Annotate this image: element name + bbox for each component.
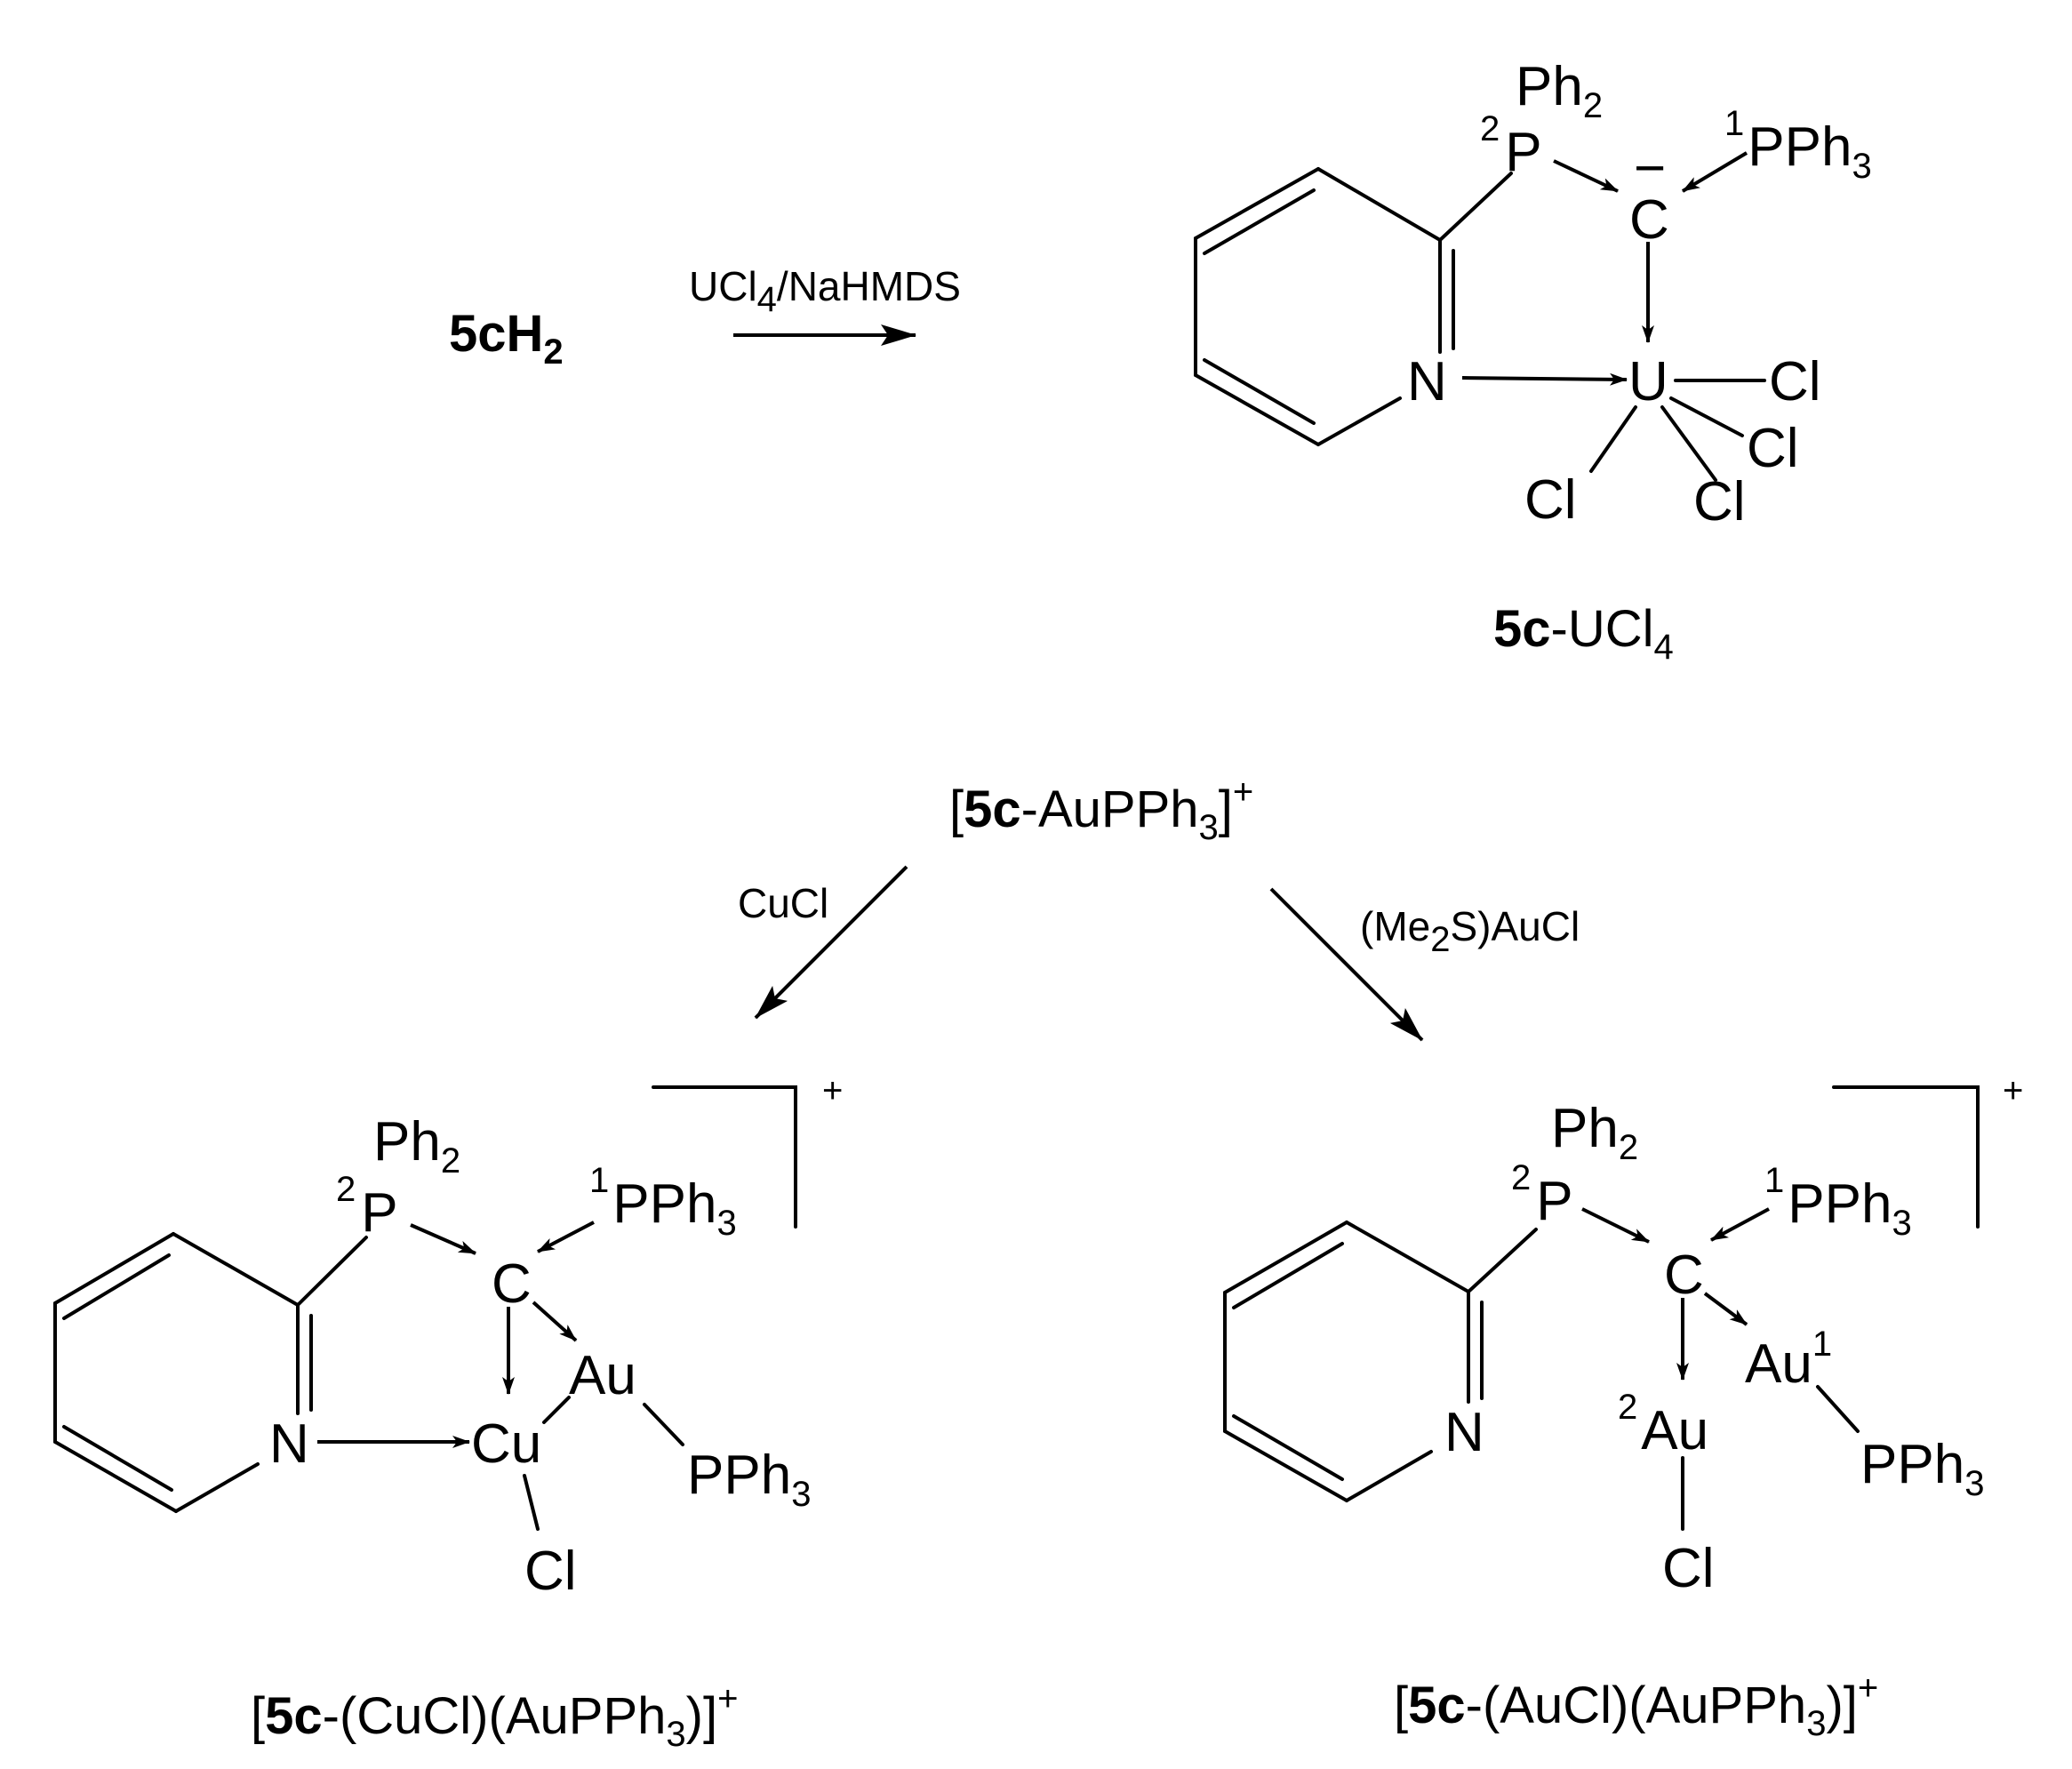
reaction-left: CuCl — [738, 865, 908, 1020]
pyridine-ring — [1223, 1221, 1484, 1502]
ph2-label: Ph2 — [1551, 1098, 1638, 1167]
reagent-cucl: CuCl — [738, 880, 828, 926]
pyridine-ring — [53, 1232, 313, 1513]
carbanion-charge: − — [1634, 138, 1666, 199]
c-atom: C — [1664, 1245, 1704, 1306]
pph3-bottom-label: PPh3 — [1860, 1434, 1984, 1503]
u-atom: U — [1628, 351, 1668, 412]
cu-atom: Cu — [471, 1413, 541, 1475]
gold-cation-label: [5c-AuPPh3]+ — [949, 772, 1253, 847]
reaction-arrow-right — [1269, 887, 1424, 1042]
cation-charge: + — [822, 1071, 843, 1110]
cation-bracket — [1832, 1085, 1980, 1229]
bond-pph3-c — [1710, 1207, 1770, 1242]
ph2-label: Ph2 — [1516, 56, 1603, 125]
pph3-top-label: 1PPh3 — [589, 1161, 737, 1243]
bond-p-c — [410, 1223, 476, 1255]
c-atom: C — [492, 1253, 532, 1315]
n-atom: N — [269, 1413, 309, 1475]
caption-5c-ucl4: 5c-UCl4 — [1493, 600, 1674, 667]
ph2-label: Ph2 — [373, 1111, 460, 1181]
cl-atom: Cl — [524, 1541, 577, 1602]
bond-cu-au — [542, 1396, 571, 1424]
bond-c-au1 — [1703, 1292, 1748, 1326]
bond-c-au — [532, 1301, 578, 1342]
reaction-arrow-left — [754, 865, 908, 1020]
cation-charge: + — [2003, 1071, 2023, 1110]
pph3-top-label: 1PPh3 — [1764, 1161, 1912, 1243]
bond-pph3-c — [537, 1221, 595, 1253]
bond-p-c — [1581, 1207, 1650, 1244]
p-atom: 2P — [336, 1170, 398, 1244]
copper-gold-complex: + Ph2 2P 1PPh3 C Au N Cu PPh3 Cl [5c-(C — [53, 1071, 843, 1754]
p-atom: 2P — [1480, 109, 1542, 183]
reaction-right: (Me2S)AuCl — [1269, 887, 1580, 1042]
cl-atom-4: Cl — [1524, 469, 1577, 531]
bond-py-p — [1438, 172, 1513, 242]
n-atom: N — [1444, 1402, 1484, 1463]
cation-bracket — [652, 1085, 797, 1229]
bond-au1-p — [1816, 1385, 1860, 1433]
bond-pph3-c — [1681, 151, 1748, 193]
p-atom: 2P — [1511, 1158, 1573, 1232]
bond-au-p — [643, 1403, 684, 1446]
carbanion-c-atom: C — [1629, 189, 1669, 251]
reagent-me2s-aucl: (Me2S)AuCl — [1360, 903, 1580, 959]
au2-atom: 2Au — [1618, 1388, 1708, 1461]
pph3-label: 1PPh3 — [1724, 104, 1872, 186]
cl-atom: Cl — [1662, 1538, 1715, 1599]
au1-atom: Au1 — [1745, 1325, 1832, 1395]
bond-p-c — [1553, 159, 1619, 193]
cl-atom-1: Cl — [1769, 351, 1821, 412]
reactant-5cH2: 5cH2 — [449, 305, 564, 372]
digold-complex: + Ph2 2P 1PPh3 C Au1 2Au N PPh3 Cl [5c-(… — [1223, 1071, 2023, 1743]
n-atom: N — [1407, 351, 1447, 412]
reaction-1: 5cH2 UCl4/NaHMDS — [449, 263, 961, 372]
au-atom: Au — [569, 1345, 636, 1406]
bond-n-u — [1461, 372, 1628, 386]
cl-atom-2: Cl — [1747, 418, 1799, 479]
cl-atom-3: Cl — [1693, 471, 1746, 532]
bond-cu-cl — [523, 1474, 540, 1531]
caption-aucl-aupph3: [5c-(AuCl)(AuPPh3)]+ — [1394, 1669, 1878, 1743]
uranium-complex: Ph2 2P 1PPh3 C − N U Cl Cl Cl Cl 5c-UCl4 — [1194, 56, 1872, 667]
pyridine-ring — [1194, 167, 1455, 446]
reagent-ucl4-nahmds: UCl4/NaHMDS — [689, 263, 961, 319]
pph3-bottom-label: PPh3 — [687, 1445, 811, 1514]
caption-cucl-aupph3: [5c-(CuCl)(AuPPh3)]+ — [251, 1679, 738, 1754]
